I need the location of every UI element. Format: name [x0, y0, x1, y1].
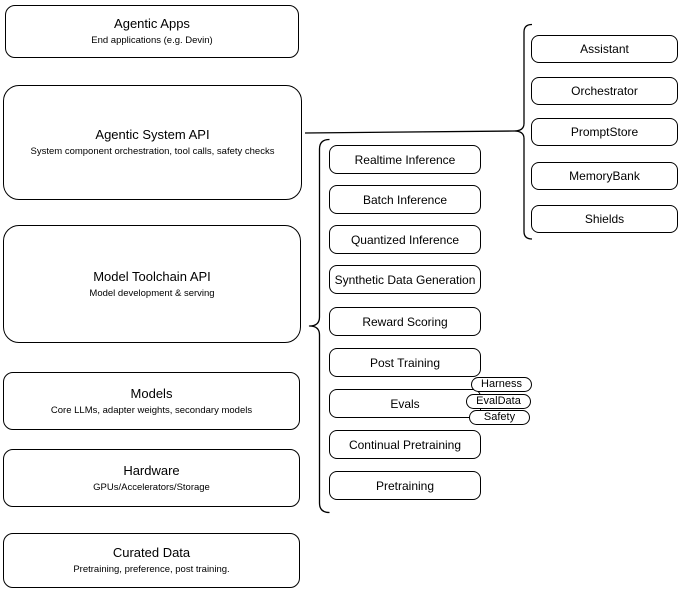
system-api-connector-line: [304, 130, 515, 134]
node-title: Agentic System API: [95, 127, 210, 142]
toolchain-item-evals: Evals: [329, 389, 481, 418]
toolchain-item-batch-inference: Batch Inference: [329, 185, 481, 214]
eval-tag-evaldata: EvalData: [466, 394, 531, 409]
node-title: Agentic Apps: [114, 16, 190, 31]
toolchain-item-label: Pretraining: [375, 478, 435, 493]
toolchain-item-continual-pretraining: Continual Pretraining: [329, 430, 481, 459]
toolchain-item-post-training: Post Training: [329, 348, 481, 377]
component-label: Assistant: [580, 42, 629, 56]
eval-tag-safety: Safety: [469, 410, 530, 425]
node-subtitle: Core LLMs, adapter weights, secondary mo…: [50, 404, 253, 416]
toolchain-item-label: Quantized Inference: [350, 232, 460, 247]
component-memorybank: MemoryBank: [531, 162, 678, 190]
component-shields: Shields: [531, 205, 678, 233]
components-brace: [513, 23, 533, 240]
component-label: MemoryBank: [569, 169, 640, 183]
node-subtitle: Model development & serving: [89, 287, 215, 299]
node-models: Models Core LLMs, adapter weights, secon…: [3, 372, 300, 430]
eval-tag-label: Safety: [483, 411, 516, 423]
toolchain-item-reward-scoring: Reward Scoring: [329, 307, 481, 336]
node-curated-data: Curated Data Pretraining, preference, po…: [3, 533, 300, 588]
toolchain-item-label: Evals: [390, 396, 420, 411]
toolchain-item-label: Continual Pretraining: [348, 437, 462, 452]
component-orchestrator: Orchestrator: [531, 77, 678, 105]
eval-tag-harness: Harness: [471, 377, 532, 392]
node-title: Model Toolchain API: [93, 268, 211, 284]
node-agentic-system-api: Agentic System API System component orch…: [3, 85, 302, 200]
node-title: Curated Data: [112, 545, 191, 560]
toolchain-item-label: Batch Inference: [362, 192, 448, 207]
toolchain-item-label: Post Training: [369, 355, 441, 370]
toolchain-item-synthetic-data-generation: Synthetic Data Generation: [329, 265, 481, 294]
eval-tag-label: EvalData: [476, 395, 521, 407]
node-subtitle: Pretraining, preference, post training.: [73, 564, 230, 575]
toolchain-brace: [308, 138, 330, 514]
toolchain-item-label: Realtime Inference: [354, 152, 456, 167]
node-hardware: Hardware GPUs/Accelerators/Storage: [3, 449, 300, 507]
node-subtitle: GPUs/Accelerators/Storage: [93, 481, 210, 493]
toolchain-item-pretraining: Pretraining: [329, 471, 481, 500]
node-title: Hardware: [123, 462, 180, 478]
toolchain-item-quantized-inference: Quantized Inference: [329, 225, 481, 254]
toolchain-item-realtime-inference: Realtime Inference: [329, 145, 481, 174]
node-title: Models: [130, 385, 173, 401]
node-model-toolchain-api: Model Toolchain API Model development & …: [3, 225, 301, 343]
node-subtitle: System component orchestration, tool cal…: [30, 146, 275, 157]
node-subtitle: End applications (e.g. Devin): [91, 35, 213, 46]
eval-tag-label: Harness: [481, 378, 522, 390]
component-label: Shields: [584, 212, 625, 226]
node-agentic-apps: Agentic Apps End applications (e.g. Devi…: [5, 5, 299, 58]
component-label: Orchestrator: [571, 84, 638, 98]
component-promptstore: PromptStore: [531, 118, 678, 146]
toolchain-item-label: Reward Scoring: [362, 314, 448, 329]
toolchain-item-label: Synthetic Data Generation: [334, 272, 476, 287]
component-assistant: Assistant: [531, 35, 678, 63]
component-label: PromptStore: [570, 125, 639, 139]
